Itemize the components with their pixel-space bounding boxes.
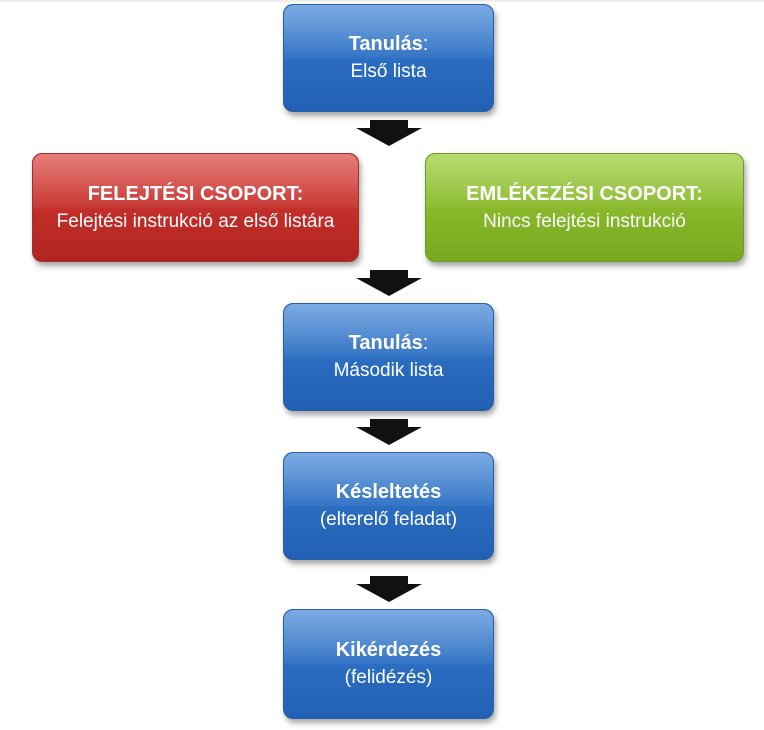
node-learn-first-sep: : [422,33,429,55]
node-test-title: Kikérdezés [335,639,442,661]
node-test-subtitle: (felidézés) [344,667,433,688]
node-test: Kikérdezés (felidézés) [283,609,494,719]
node-delay-title: Késleltetés [335,481,442,503]
node-delay-subtitle: (elterelő feladat) [319,509,458,530]
node-learn-first-title: Tanulás [348,33,423,55]
node-learn-first-subtitle: Első lista [350,61,427,82]
node-delay: Késleltetés (elterelő feladat) [283,452,494,560]
node-learn-second-subtitle: Második lista [333,360,444,381]
arrow-down-icon [356,419,422,445]
node-remember-group: EMLÉKEZÉSI CSOPORT: Nincs felejtési inst… [425,153,744,262]
node-learn-second-sep: : [422,332,429,354]
node-forget-group-subtitle: Felejtési instrukció az első listára [56,210,335,232]
arrow-down-icon [356,120,422,146]
node-learn-second-list: Tanulás: Második lista [283,303,494,411]
node-learn-first-list: Tanulás: Első lista [283,4,494,112]
arrow-down-icon [356,270,422,296]
node-learn-second-title: Tanulás [348,332,423,354]
arrow-down-icon [356,576,422,602]
node-remember-group-subtitle: Nincs felejtési instrukció [483,210,686,232]
node-forget-group-title: FELEJTÉSI CSOPORT: [87,182,304,205]
node-remember-group-title: EMLÉKEZÉSI CSOPORT: [466,182,703,205]
node-forget-group: FELEJTÉSI CSOPORT: Felejtési instrukció … [32,153,359,262]
top-shadow-strip [0,0,764,3]
